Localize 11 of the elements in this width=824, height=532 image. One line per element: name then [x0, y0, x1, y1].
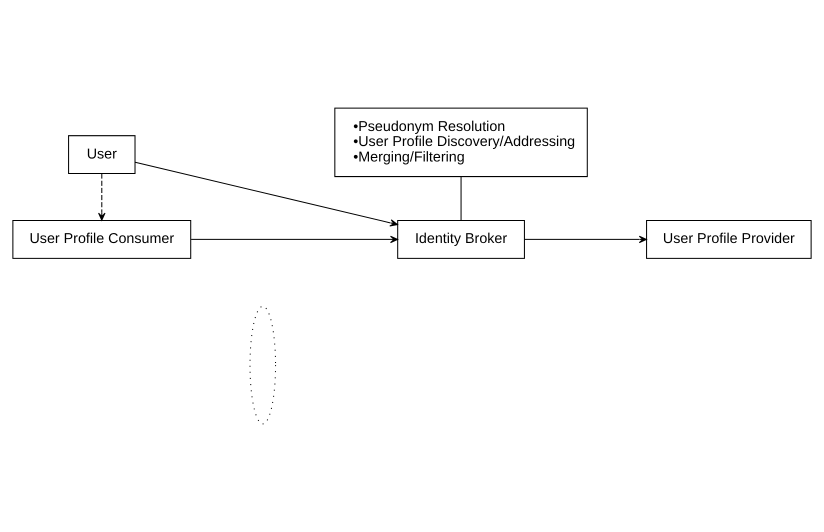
node-box: User	[68, 135, 136, 174]
arrow	[524, 236, 647, 244]
arrow	[135, 162, 398, 227]
node-ellipse	[250, 306, 276, 424]
node-box: User Profile Provider	[646, 220, 812, 259]
node-box: User Profile Consumer	[12, 220, 192, 259]
node-box: Identity Broker	[397, 220, 525, 259]
arrow	[191, 236, 398, 244]
node-box: •Pseudonym Resolution •User Profile Discovery/Addressing •Merging/Filtering	[334, 108, 588, 178]
connector	[460, 176, 462, 220]
arrow	[98, 174, 106, 221]
